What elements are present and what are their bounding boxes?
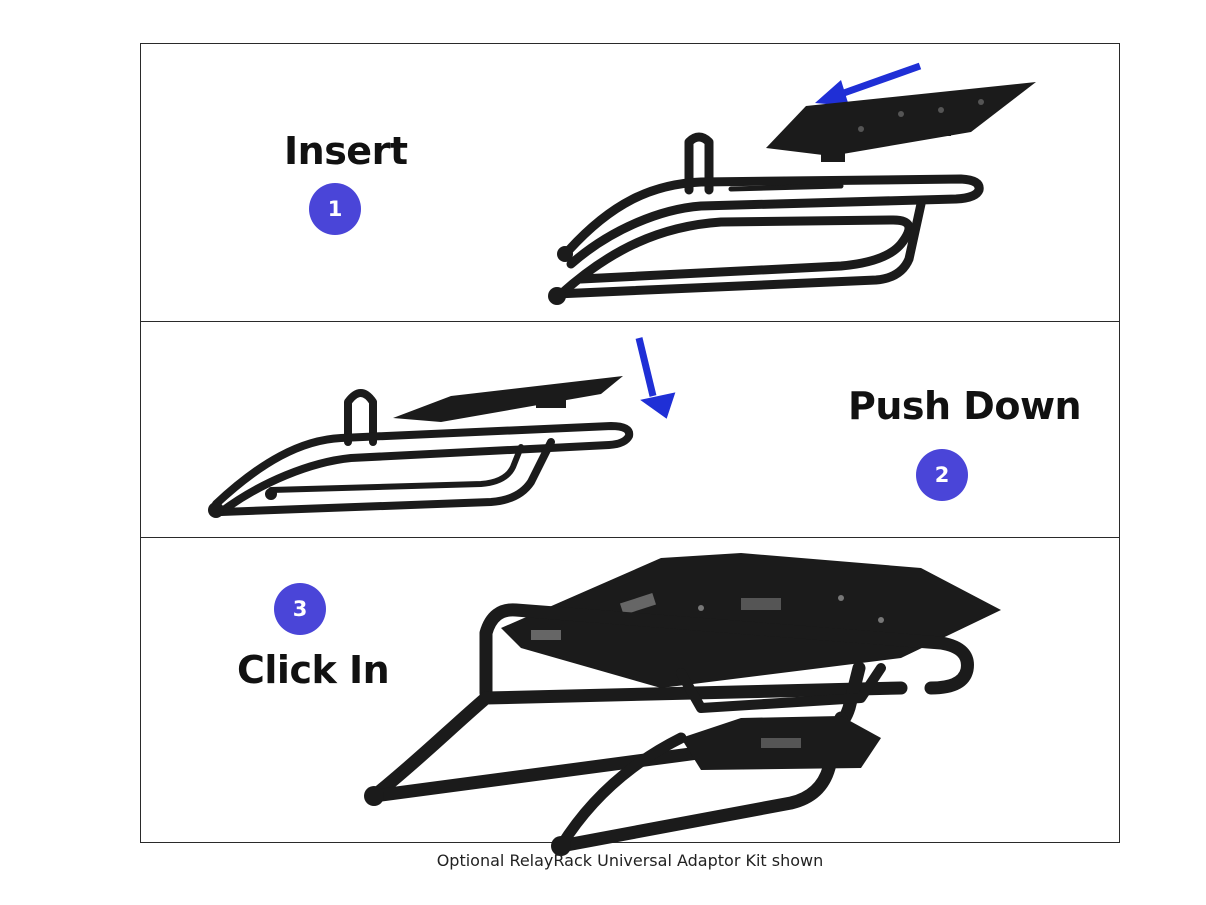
step-1-badge: 1 [309,183,361,235]
step-3-label: Click In [237,648,390,692]
rack-insert-illustration [548,62,1036,305]
rear-rack [364,603,974,856]
rear-rack [548,132,984,305]
push-down-arrow [635,337,676,419]
instruction-frame: Insert 1 [140,43,1120,856]
adaptor-plate [766,82,1036,162]
step-panel-click-in: 3 Click In [141,537,1119,856]
step-panel-insert: Insert 1 [141,44,1119,321]
step-3-badge: 3 [274,583,326,635]
step-panel-push-down: Push Down 2 [141,321,1119,538]
caption: Optional RelayRack Universal Adaptor Kit… [436,851,824,870]
step-2-label: Push Down [848,384,1082,428]
step-2-badge: 2 [916,449,968,501]
rack-click-in-illustration [364,553,1001,856]
adaptor-plate [393,376,623,422]
insert-direction-arrow [815,62,922,106]
rack-push-down-illustration [208,337,676,518]
step-1-label: Insert [284,129,408,173]
adaptor-plate [501,553,1001,688]
rear-rack [208,389,634,518]
